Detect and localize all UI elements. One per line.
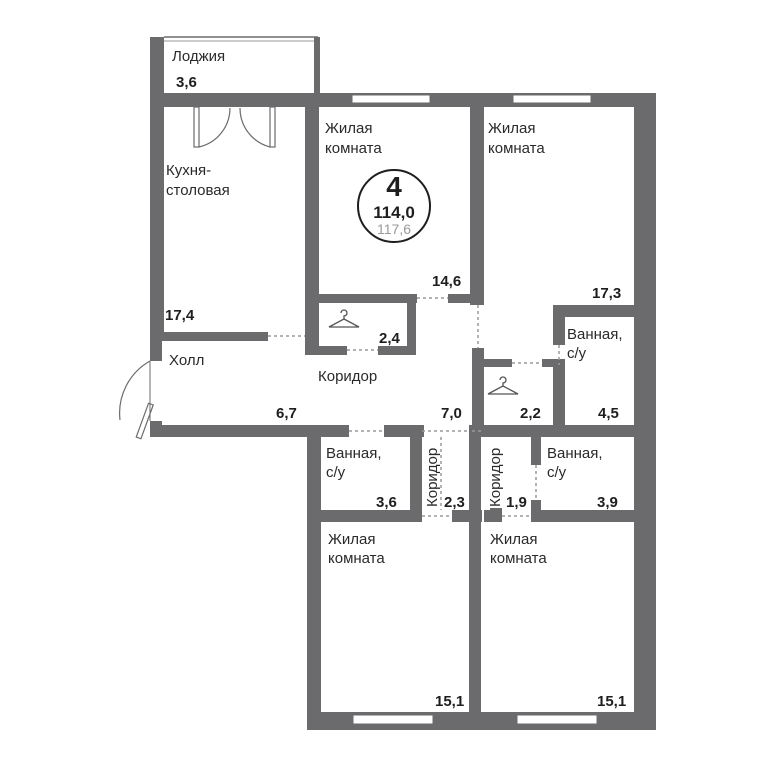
room-label: с/у: [567, 345, 587, 362]
room-area: 7,0: [441, 405, 462, 422]
room-label: Ванная,: [326, 445, 382, 462]
room-bath-right-bottom: Ванная, с/у 3,9: [547, 445, 618, 511]
room-label: Ванная,: [547, 445, 603, 462]
room-label: столовая: [166, 182, 230, 199]
room-label: Коридор: [318, 368, 377, 385]
room-count: 4: [386, 171, 402, 202]
inner-walls: [150, 93, 656, 730]
room-label: Ванная,: [567, 326, 623, 343]
room-corridor-right: Коридор 1,9: [487, 448, 527, 511]
room-bath-left: Ванная, с/у 3,6: [326, 445, 397, 511]
balcony-doors: [193, 106, 276, 148]
room-label: Жилая: [490, 531, 537, 548]
loggia-frame: [164, 36, 320, 107]
room-living-2: Жилая комната 17,3: [488, 120, 621, 302]
room-area: 14,6: [432, 273, 461, 290]
room-corridor-left: Коридор 2,3: [424, 448, 465, 511]
room-corridor-main: Коридор 7,0: [318, 368, 462, 422]
room-label: Жилая: [325, 120, 372, 137]
room-area: 3,9: [597, 494, 618, 511]
room-area: 15,1: [435, 693, 464, 710]
room-label: Коридор: [487, 448, 504, 507]
room-loggia: Лоджия 3,6: [172, 48, 225, 91]
alt-area: 117,6: [377, 221, 411, 237]
room-label: Холл: [169, 352, 204, 369]
room-area: 15,1: [597, 693, 626, 710]
room-label: комната: [328, 550, 385, 567]
room-hall: Холл 6,7: [169, 352, 297, 422]
room-area: 17,3: [592, 285, 621, 302]
room-area: 2,2: [520, 405, 541, 422]
outer-walls: [150, 37, 656, 730]
windows: [351, 94, 598, 725]
room-label: с/у: [547, 464, 567, 481]
room-label: Жилая: [488, 120, 535, 137]
entrance-door: [119, 360, 155, 440]
room-living-3: Жилая комната 15,1: [328, 531, 464, 710]
room-label: Коридор: [424, 448, 441, 507]
room-label: Кухня-: [166, 162, 211, 179]
door-openings: [268, 297, 560, 517]
room-label: с/у: [326, 464, 346, 481]
room-living-4: Жилая комната 15,1: [490, 531, 626, 710]
room-label: Жилая: [328, 531, 375, 548]
room-area: 4,5: [598, 405, 619, 422]
room-label: комната: [490, 550, 547, 567]
hanger-icon: [487, 376, 519, 395]
room-area: 2,3: [444, 494, 465, 511]
room-area: 2,4: [379, 330, 401, 347]
room-area: 3,6: [176, 74, 197, 91]
room-wardrobe-2: 2,2: [520, 405, 541, 422]
room-wardrobe-1: 2,4: [379, 330, 401, 347]
room-bath-right-top: Ванная, с/у 4,5: [567, 326, 623, 422]
room-kitchen: Кухня- столовая 17,4: [165, 162, 230, 324]
room-label: Лоджия: [172, 48, 225, 65]
room-area: 17,4: [165, 307, 195, 324]
room-area: 3,6: [376, 494, 397, 511]
room-area: 6,7: [276, 405, 297, 422]
room-living-1: Жилая комната 14,6: [325, 120, 461, 290]
apartment-badge: 4 114,0 117,6: [357, 169, 431, 243]
hanger-icon: [328, 309, 360, 328]
room-label: комната: [488, 140, 545, 157]
room-label: комната: [325, 140, 382, 157]
room-area: 1,9: [506, 494, 527, 511]
total-area: 114,0: [373, 203, 415, 222]
